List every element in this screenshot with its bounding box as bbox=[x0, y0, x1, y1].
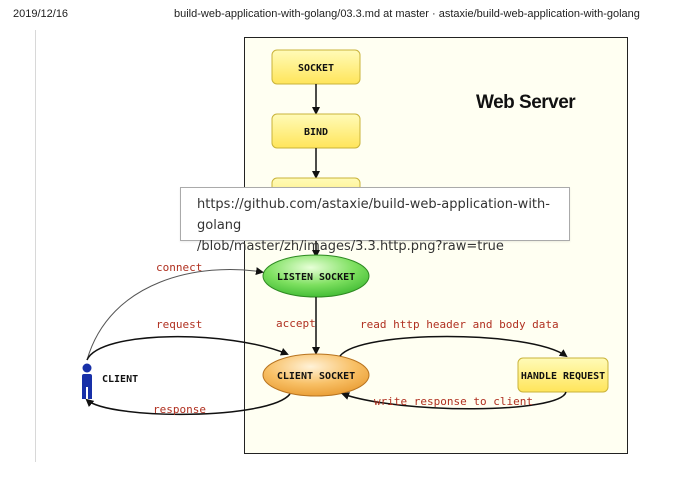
web-server-title: Web Server bbox=[476, 92, 576, 113]
client-figure-icon bbox=[82, 363, 92, 399]
response-label: response bbox=[153, 403, 206, 416]
socket-node: SOCKET bbox=[271, 49, 361, 85]
handle-request-node: HANDLE REQUEST bbox=[517, 357, 609, 393]
socket-label: SOCKET bbox=[298, 63, 334, 74]
listen-socket-node: LISTEN SOCKET bbox=[262, 254, 370, 298]
accept-label: accept bbox=[276, 317, 316, 330]
read-label: read http header and body data bbox=[360, 318, 559, 331]
tooltip-line-1: https://github.com/astaxie/build-web-app… bbox=[197, 197, 550, 233]
page-margin-line bbox=[35, 30, 36, 462]
connect-label: connect bbox=[156, 261, 202, 274]
listen-socket-label: LISTEN SOCKET bbox=[277, 272, 355, 283]
handle-request-label: HANDLE REQUEST bbox=[521, 371, 605, 382]
client-socket-node: CLIENT SOCKET bbox=[262, 353, 370, 397]
connect-arrow bbox=[86, 267, 264, 361]
client-label: CLIENT bbox=[102, 374, 138, 385]
request-label: request bbox=[156, 318, 202, 331]
page-title: build-web-application-with-golang/03.3.m… bbox=[174, 8, 640, 20]
write-arrow bbox=[341, 391, 567, 410]
response-arrow bbox=[85, 393, 291, 416]
write-label: write response to client bbox=[374, 395, 533, 408]
image-url-tooltip: https://github.com/astaxie/build-web-app… bbox=[180, 187, 570, 254]
request-arrow bbox=[86, 335, 289, 361]
read-arrow bbox=[339, 335, 568, 358]
print-date: 2019/12/16 bbox=[13, 8, 69, 20]
bind-label: BIND bbox=[304, 127, 328, 138]
bind-node: BIND bbox=[271, 113, 361, 149]
client-socket-label: CLIENT SOCKET bbox=[277, 371, 355, 382]
tooltip-line-2: /blob/master/zh/images/3.3.http.png?raw=… bbox=[197, 239, 504, 254]
